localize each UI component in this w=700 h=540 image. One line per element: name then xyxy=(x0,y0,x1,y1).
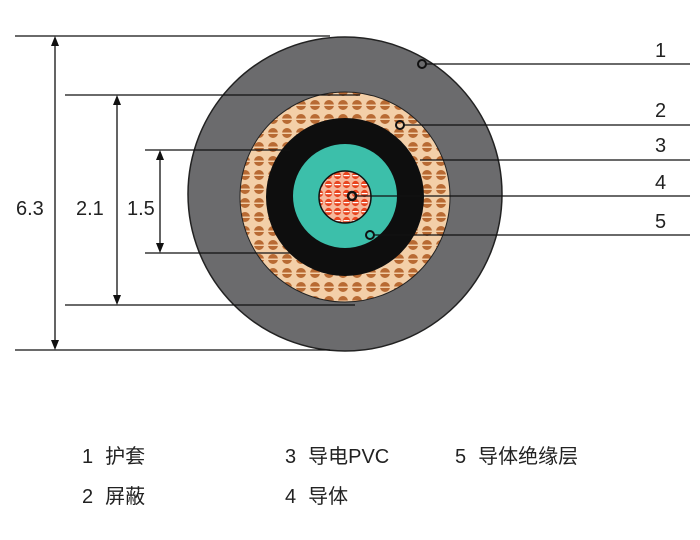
legend-label: 导电PVC xyxy=(308,446,390,468)
callout-1: 1 xyxy=(655,40,667,62)
legend-item-2: 2 屏蔽 xyxy=(82,480,157,509)
dimension-shield: 2.1 xyxy=(76,198,104,220)
legend-item-5: 5 导体绝缘层 xyxy=(455,440,590,469)
legend-item-3: 3 导电PVC xyxy=(285,440,401,469)
legend-num: 5 xyxy=(455,446,467,468)
legend-item-4: 4 导体 xyxy=(285,480,360,509)
callout-5: 5 xyxy=(655,211,667,233)
dimension-insulation: 1.5 xyxy=(127,198,155,220)
legend-label: 护套 xyxy=(105,446,146,468)
legend-label: 屏蔽 xyxy=(105,486,146,508)
legend-item-1: 1 护套 xyxy=(82,440,157,469)
callout-4: 4 xyxy=(655,172,667,194)
legend-num: 4 xyxy=(285,486,297,508)
legend-num: 2 xyxy=(82,486,94,508)
dimension-outer: 6.3 xyxy=(16,198,44,220)
legend-label: 导体绝缘层 xyxy=(478,446,579,468)
legend-label: 导体 xyxy=(308,486,349,508)
conductor-core xyxy=(318,170,372,224)
legend-num: 1 xyxy=(82,446,94,468)
callout-2: 2 xyxy=(655,100,667,122)
legend-num: 3 xyxy=(285,446,297,468)
callout-3: 3 xyxy=(655,135,667,157)
